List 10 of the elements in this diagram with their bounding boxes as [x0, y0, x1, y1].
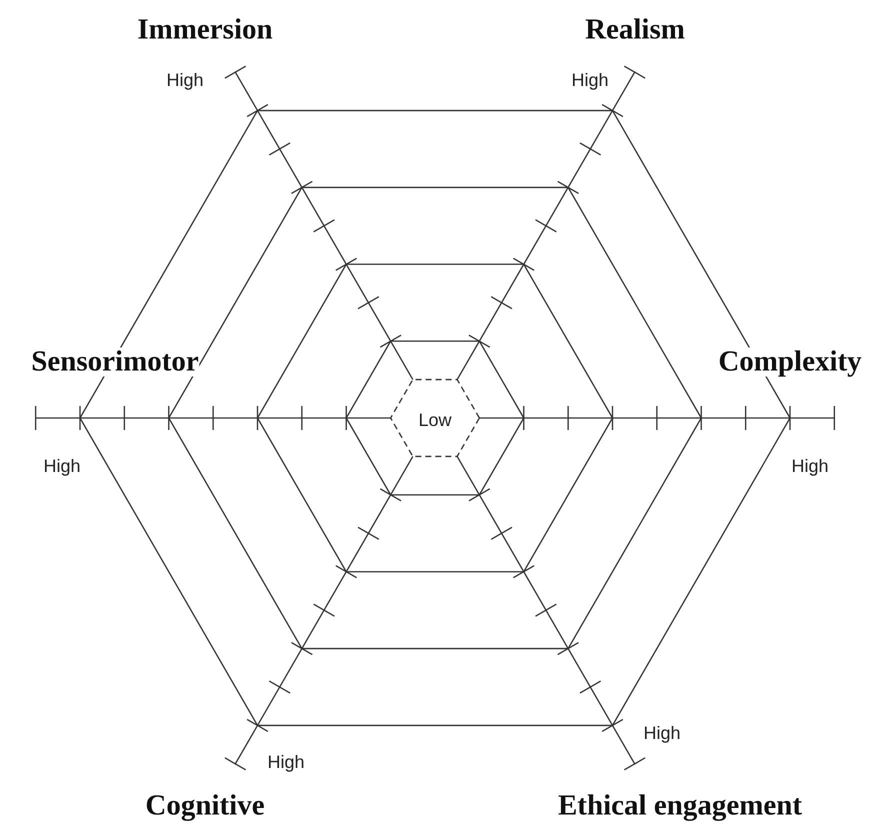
axis-title: Ethical engagement: [558, 792, 802, 820]
scale-label: High: [166, 71, 204, 89]
axis-title: Complexity: [718, 348, 862, 376]
scale-label: High: [267, 753, 305, 771]
scale-label: High: [43, 457, 81, 475]
scale-label: High: [571, 71, 609, 89]
scale-label: High: [791, 457, 829, 475]
axis-title: Cognitive: [145, 792, 265, 820]
axis-title: Sensorimotor: [31, 348, 199, 376]
scale-label: High: [643, 724, 681, 742]
